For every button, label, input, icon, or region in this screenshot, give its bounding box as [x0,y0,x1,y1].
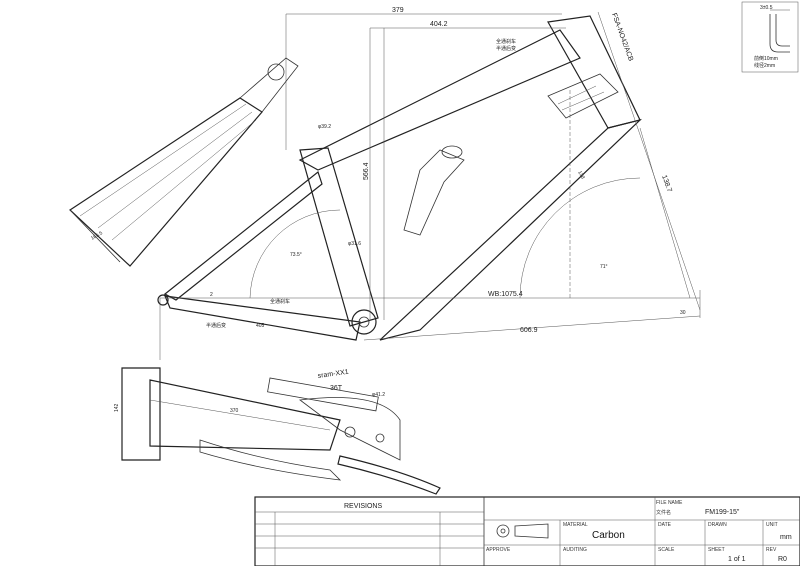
dim-bb: φ41.2 [372,392,385,398]
rev-value: R0 [778,556,787,563]
routing-note-3: 全通刹车 [270,298,290,305]
chainring-note: sram-XX1 [317,369,349,380]
dim-dropout-offset: 2 [210,292,213,298]
routing-note-4: 半通后变 [206,322,226,329]
rear-section-view [121,367,441,495]
main-frame [157,15,643,341]
dim-seat-tube: 566.4 [363,162,370,180]
date-label: DATE [658,522,672,528]
sheet-label: SHEET [708,547,725,553]
file-name-cn: 文件名 [656,509,671,516]
file-name-value: FM199-15" [705,509,740,516]
chainring-teeth: 36T [330,385,343,392]
unit-label: UNIT [766,522,778,528]
detail-note-2: 线径2mm [754,62,775,69]
auditing-label: AUDITING [563,547,587,553]
routing-note-2: 半通后变 [496,45,516,52]
detail-dim: 3±0.5 [760,5,773,11]
material-label: MATERIAL [563,522,588,528]
dim-small-gap: 30 [680,310,686,316]
dim-seat-clamp: φ39.2 [318,124,331,130]
file-name-label: FILE NAME [656,500,683,506]
dim-head-tube: 138.7 [660,174,673,193]
dim-angle-2: 71° [600,264,608,270]
revisions-title: REVISIONS [344,503,382,510]
title-block: REVISIONS FILE NAME 文件名 FM199-15" MATERI… [254,496,800,566]
sheet-value: 1 of 1 [728,556,746,563]
company-logo [496,523,549,539]
dim-stack-small: 138 [576,170,585,180]
routing-note-1: 全通刹车 [496,38,516,45]
headset-note: FSA-NO42/ACB [610,12,634,62]
unit-value: mm [780,534,792,541]
dim-small-2: φ31.6 [348,241,361,247]
rev-label: REV [766,547,777,553]
approve-label: APPROVE [486,547,511,553]
material-value: Carbon [592,530,625,541]
dim-angle-1: 73.5° [290,252,302,258]
detail-view: 3±0.5 前倒10mm 线径2mm [741,1,799,73]
dim-chainstay: 606.9 [520,327,538,334]
dim-fork-len: 405 [256,323,265,329]
dim-top-tube-a: 379 [392,7,404,14]
dim-top-tube-b: 404.2 [430,21,448,28]
detail-note-1: 前倒10mm [754,55,778,62]
seatstay-section-view [69,57,299,267]
dim-wheelbase: WB:1075.4 [488,291,523,298]
drawn-label: DRAWN [708,522,727,528]
dim-rear-width: 370 [230,408,239,414]
scale-label: SCALE [658,547,675,553]
dimension-lines [159,11,701,360]
dim-hub-spacing: 142 [114,403,120,412]
